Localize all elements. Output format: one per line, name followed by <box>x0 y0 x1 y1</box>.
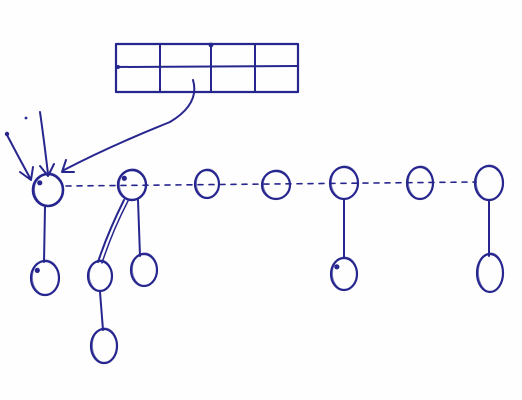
nodes <box>29 164 505 365</box>
link-n1-c1 <box>97 199 125 263</box>
node-c0-dot-mark <box>34 267 40 273</box>
node-c3-sketch-stroke <box>331 256 358 291</box>
link-c1-g0 <box>99 291 104 331</box>
grid-outline <box>114 42 300 94</box>
node-g0-sketch-stroke <box>91 327 118 364</box>
grid-pointer-curve <box>63 79 196 171</box>
node-n5-sketch-stroke <box>407 165 434 200</box>
grid-dot-left <box>116 65 120 69</box>
grid-row-divider <box>115 65 299 68</box>
node-n2-sketch-stroke <box>195 168 220 199</box>
node-n1-sketch-stroke <box>118 168 147 201</box>
link-n0-c0 <box>43 206 46 263</box>
link-n1-c1-second <box>101 200 129 264</box>
node-n4-sketch-stroke <box>330 165 359 200</box>
external-pointers <box>4 111 55 181</box>
grid-dot-top <box>208 42 214 48</box>
node-n6-sketch-stroke <box>475 164 504 201</box>
node-n0-sketch-stroke <box>33 172 64 207</box>
node-n3-sketch-stroke <box>262 169 291 200</box>
pointer-arrow-1 <box>6 134 31 179</box>
pointer-arrow-2 <box>39 111 49 175</box>
main-row-dashed-link <box>65 181 477 187</box>
pointer-arrow-2-head <box>39 163 55 177</box>
node-c3-dot-mark <box>334 264 340 270</box>
pointer-mark-dot <box>24 116 28 120</box>
grid-pointer-head <box>61 159 75 173</box>
link-n1-c2 <box>137 199 141 257</box>
child-links <box>43 199 490 331</box>
node-c4-sketch-stroke <box>477 252 504 293</box>
node-c1-sketch-stroke <box>88 259 113 292</box>
node-n0-dot-mark <box>37 180 43 186</box>
grid-to-root-arrow <box>61 79 196 173</box>
array-grid <box>114 42 300 94</box>
pointer-arrow-1-head <box>19 166 34 181</box>
node-c2-sketch-stroke <box>131 252 158 287</box>
node-n1-dot-mark <box>121 175 127 181</box>
node-c0-sketch-stroke <box>31 259 60 296</box>
